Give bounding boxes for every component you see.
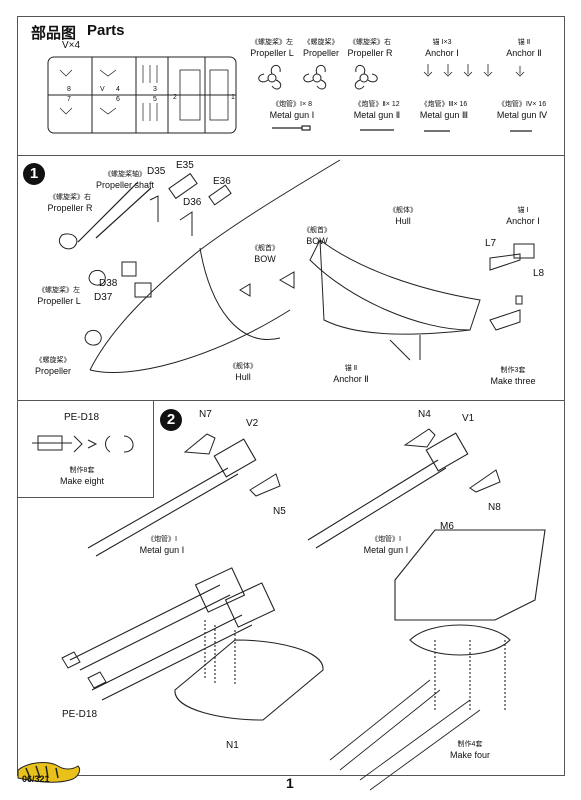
sprue-number: 4 (116, 86, 120, 93)
sprue-number: 1 (231, 94, 235, 101)
propeller-part (303, 65, 327, 90)
page-number: 1 (286, 775, 294, 791)
pe-d18-drawing (32, 435, 134, 453)
label-l8: L8 (533, 268, 545, 279)
anchor1-part (423, 64, 493, 77)
label-m6: M6 (440, 521, 454, 532)
step1-hull-right (309, 239, 481, 361)
step2-n-parts (183, 428, 501, 497)
step1-anchor-assembly (489, 243, 535, 331)
label-n4: N4 (418, 409, 431, 420)
step2-number: 2 (160, 409, 182, 431)
label-propeller: 《螺旋桨》Propeller (34, 357, 72, 376)
propeller-l-part (258, 65, 282, 90)
label-v1: V1 (462, 413, 475, 424)
sprue-number: 6 (116, 96, 120, 103)
sprue-number: 3 (153, 86, 157, 93)
parts-title-cn: 部品图 (31, 25, 77, 42)
propeller-shaft (77, 181, 152, 243)
label-d35: D35 (147, 166, 166, 177)
sprue-number: 2 (173, 94, 177, 101)
propeller-r-part (354, 65, 378, 90)
label-e36: E36 (213, 176, 231, 187)
step2-turret-left (69, 567, 324, 721)
inset-title: PE-D18 (64, 412, 100, 423)
sprue-number: 5 (153, 96, 157, 103)
label-n7: N7 (199, 409, 212, 420)
sprue-number: V (100, 86, 105, 93)
pe-d18-assembled (61, 651, 107, 689)
label-bow-right: 《舰首》BOW (303, 227, 331, 246)
step1-hull-left (89, 159, 341, 373)
label-e35: E35 (176, 160, 194, 171)
label-hull-right: 《舰体》Hull (389, 207, 417, 226)
label-n8: N8 (488, 502, 501, 513)
label-v2: V2 (246, 418, 259, 429)
parts-title-en: Parts (87, 22, 125, 39)
label-n5: N5 (273, 506, 286, 517)
logo-text: 06/321 (22, 774, 50, 784)
step2-gun-left (87, 438, 257, 557)
metal-gun-parts (272, 125, 532, 132)
label-l7: L7 (485, 238, 497, 249)
sprue-number: 8 (67, 86, 71, 93)
part-prop: 《螺旋桨》Propeller (302, 39, 340, 58)
label-propeller-shaft: 《螺旋桨轴》Propeller shaft (95, 171, 155, 190)
sprue-number: 7 (67, 96, 71, 103)
assembly-arrows (239, 271, 295, 297)
step2-turret-right (329, 529, 546, 791)
inset-frame (17, 400, 154, 498)
sprue-count: V×4 (62, 40, 81, 51)
label-d36: D36 (183, 197, 202, 208)
step2-gun-right (307, 432, 469, 549)
anchor2-part (515, 66, 525, 77)
label-hull-left: 《舰体》Hull (229, 363, 257, 382)
step2-frame (17, 400, 565, 776)
label-d38: D38 (99, 278, 118, 289)
label-d37: D37 (94, 292, 113, 303)
label-n1: N1 (226, 740, 239, 751)
label-bow-left: 《舰首》BOW (251, 245, 279, 264)
step1-small-parts (121, 172, 232, 298)
logo-tiger (17, 762, 81, 783)
step1-number: 1 (23, 163, 45, 185)
label-pe-d18: PE-D18 (62, 709, 98, 720)
step1-props (58, 233, 106, 346)
